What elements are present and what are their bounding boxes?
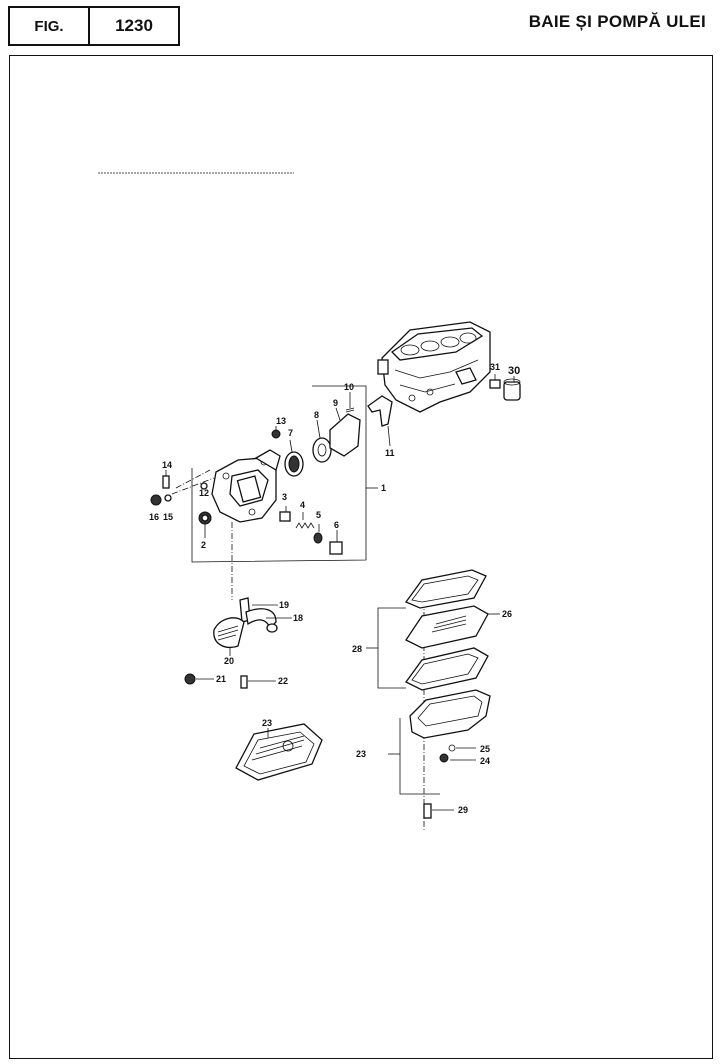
page-title: BAIE ȘI POMPĂ ULEI — [528, 12, 706, 31]
callout-16: 16 — [149, 512, 159, 522]
callout-7: 7 — [288, 428, 293, 438]
oil-pan — [409, 689, 491, 739]
part-21-plug — [184, 673, 196, 685]
callout-19: 19 — [279, 600, 289, 610]
part-12-ball — [200, 482, 208, 490]
callout-18: 18 — [293, 613, 303, 623]
lower-gasket — [405, 647, 489, 691]
callout-15: 15 — [163, 512, 173, 522]
part-6-bolt — [329, 541, 343, 555]
part-8-gear — [312, 437, 332, 463]
engine-block-drawing — [377, 321, 491, 413]
callout-31: 31 — [490, 362, 500, 372]
callout-20: 20 — [224, 656, 234, 666]
callout-26: 26 — [502, 609, 512, 619]
part-14-bolt — [162, 475, 170, 489]
callout-24: 24 — [480, 756, 490, 766]
callout-14: 14 — [162, 460, 172, 470]
callout-8: 8 — [314, 410, 319, 420]
oil-pump-body-drawing — [211, 449, 281, 523]
part-16-cap — [150, 494, 162, 506]
callout-22: 22 — [278, 676, 288, 686]
part-26-baffle — [405, 605, 489, 649]
part-3-plug — [279, 511, 291, 522]
part-11-bracket — [367, 395, 393, 427]
part-10-screw — [345, 407, 355, 413]
part-30-oil-filter — [503, 381, 521, 401]
callout-11: 11 — [385, 448, 395, 458]
callout-21: 21 — [216, 674, 226, 684]
callout-10: 10 — [344, 382, 354, 392]
part-13-nipple — [271, 429, 281, 439]
oil-pan-baffle-drawing — [235, 723, 323, 781]
upper-gasket — [404, 569, 487, 609]
part-5-washer — [313, 532, 323, 544]
part-4-spring — [295, 522, 315, 529]
callout-29: 29 — [458, 805, 468, 815]
oil-pan-bracket — [399, 718, 440, 795]
callout-30: 30 — [508, 365, 520, 377]
diagram-frame — [9, 55, 713, 1059]
oil-strainer-drawing — [213, 597, 278, 649]
callout-3: 3 — [282, 492, 287, 502]
figure-number: 1230 — [115, 16, 153, 35]
callout-23-left: 23 — [262, 718, 272, 728]
callout-6: 6 — [334, 520, 339, 530]
callout-2: 2 — [201, 540, 206, 550]
assembly-bracket — [191, 385, 367, 563]
figure-label: FIG. — [10, 8, 90, 44]
callout-23-right: 23 — [356, 749, 366, 759]
part-25-washer — [448, 744, 456, 752]
callout-5: 5 — [316, 510, 321, 520]
figure-id-box: FIG. 1230 — [8, 6, 180, 46]
callout-9: 9 — [333, 398, 338, 408]
callout-4: 4 — [300, 500, 305, 510]
callout-12: 12 — [199, 488, 209, 498]
part-31-nipple — [489, 379, 501, 389]
callout-13: 13 — [276, 416, 286, 426]
callout-28: 28 — [352, 644, 362, 654]
callout-1: 1 — [381, 483, 386, 493]
part-24-drain-plug — [439, 753, 449, 763]
part-29-bolt — [423, 803, 432, 819]
callout-25: 25 — [480, 744, 490, 754]
part-15-washer — [164, 494, 172, 502]
part-9-cover-plate — [329, 413, 361, 457]
part-22-bolt — [240, 675, 248, 689]
gasket-set-bracket — [377, 607, 406, 689]
